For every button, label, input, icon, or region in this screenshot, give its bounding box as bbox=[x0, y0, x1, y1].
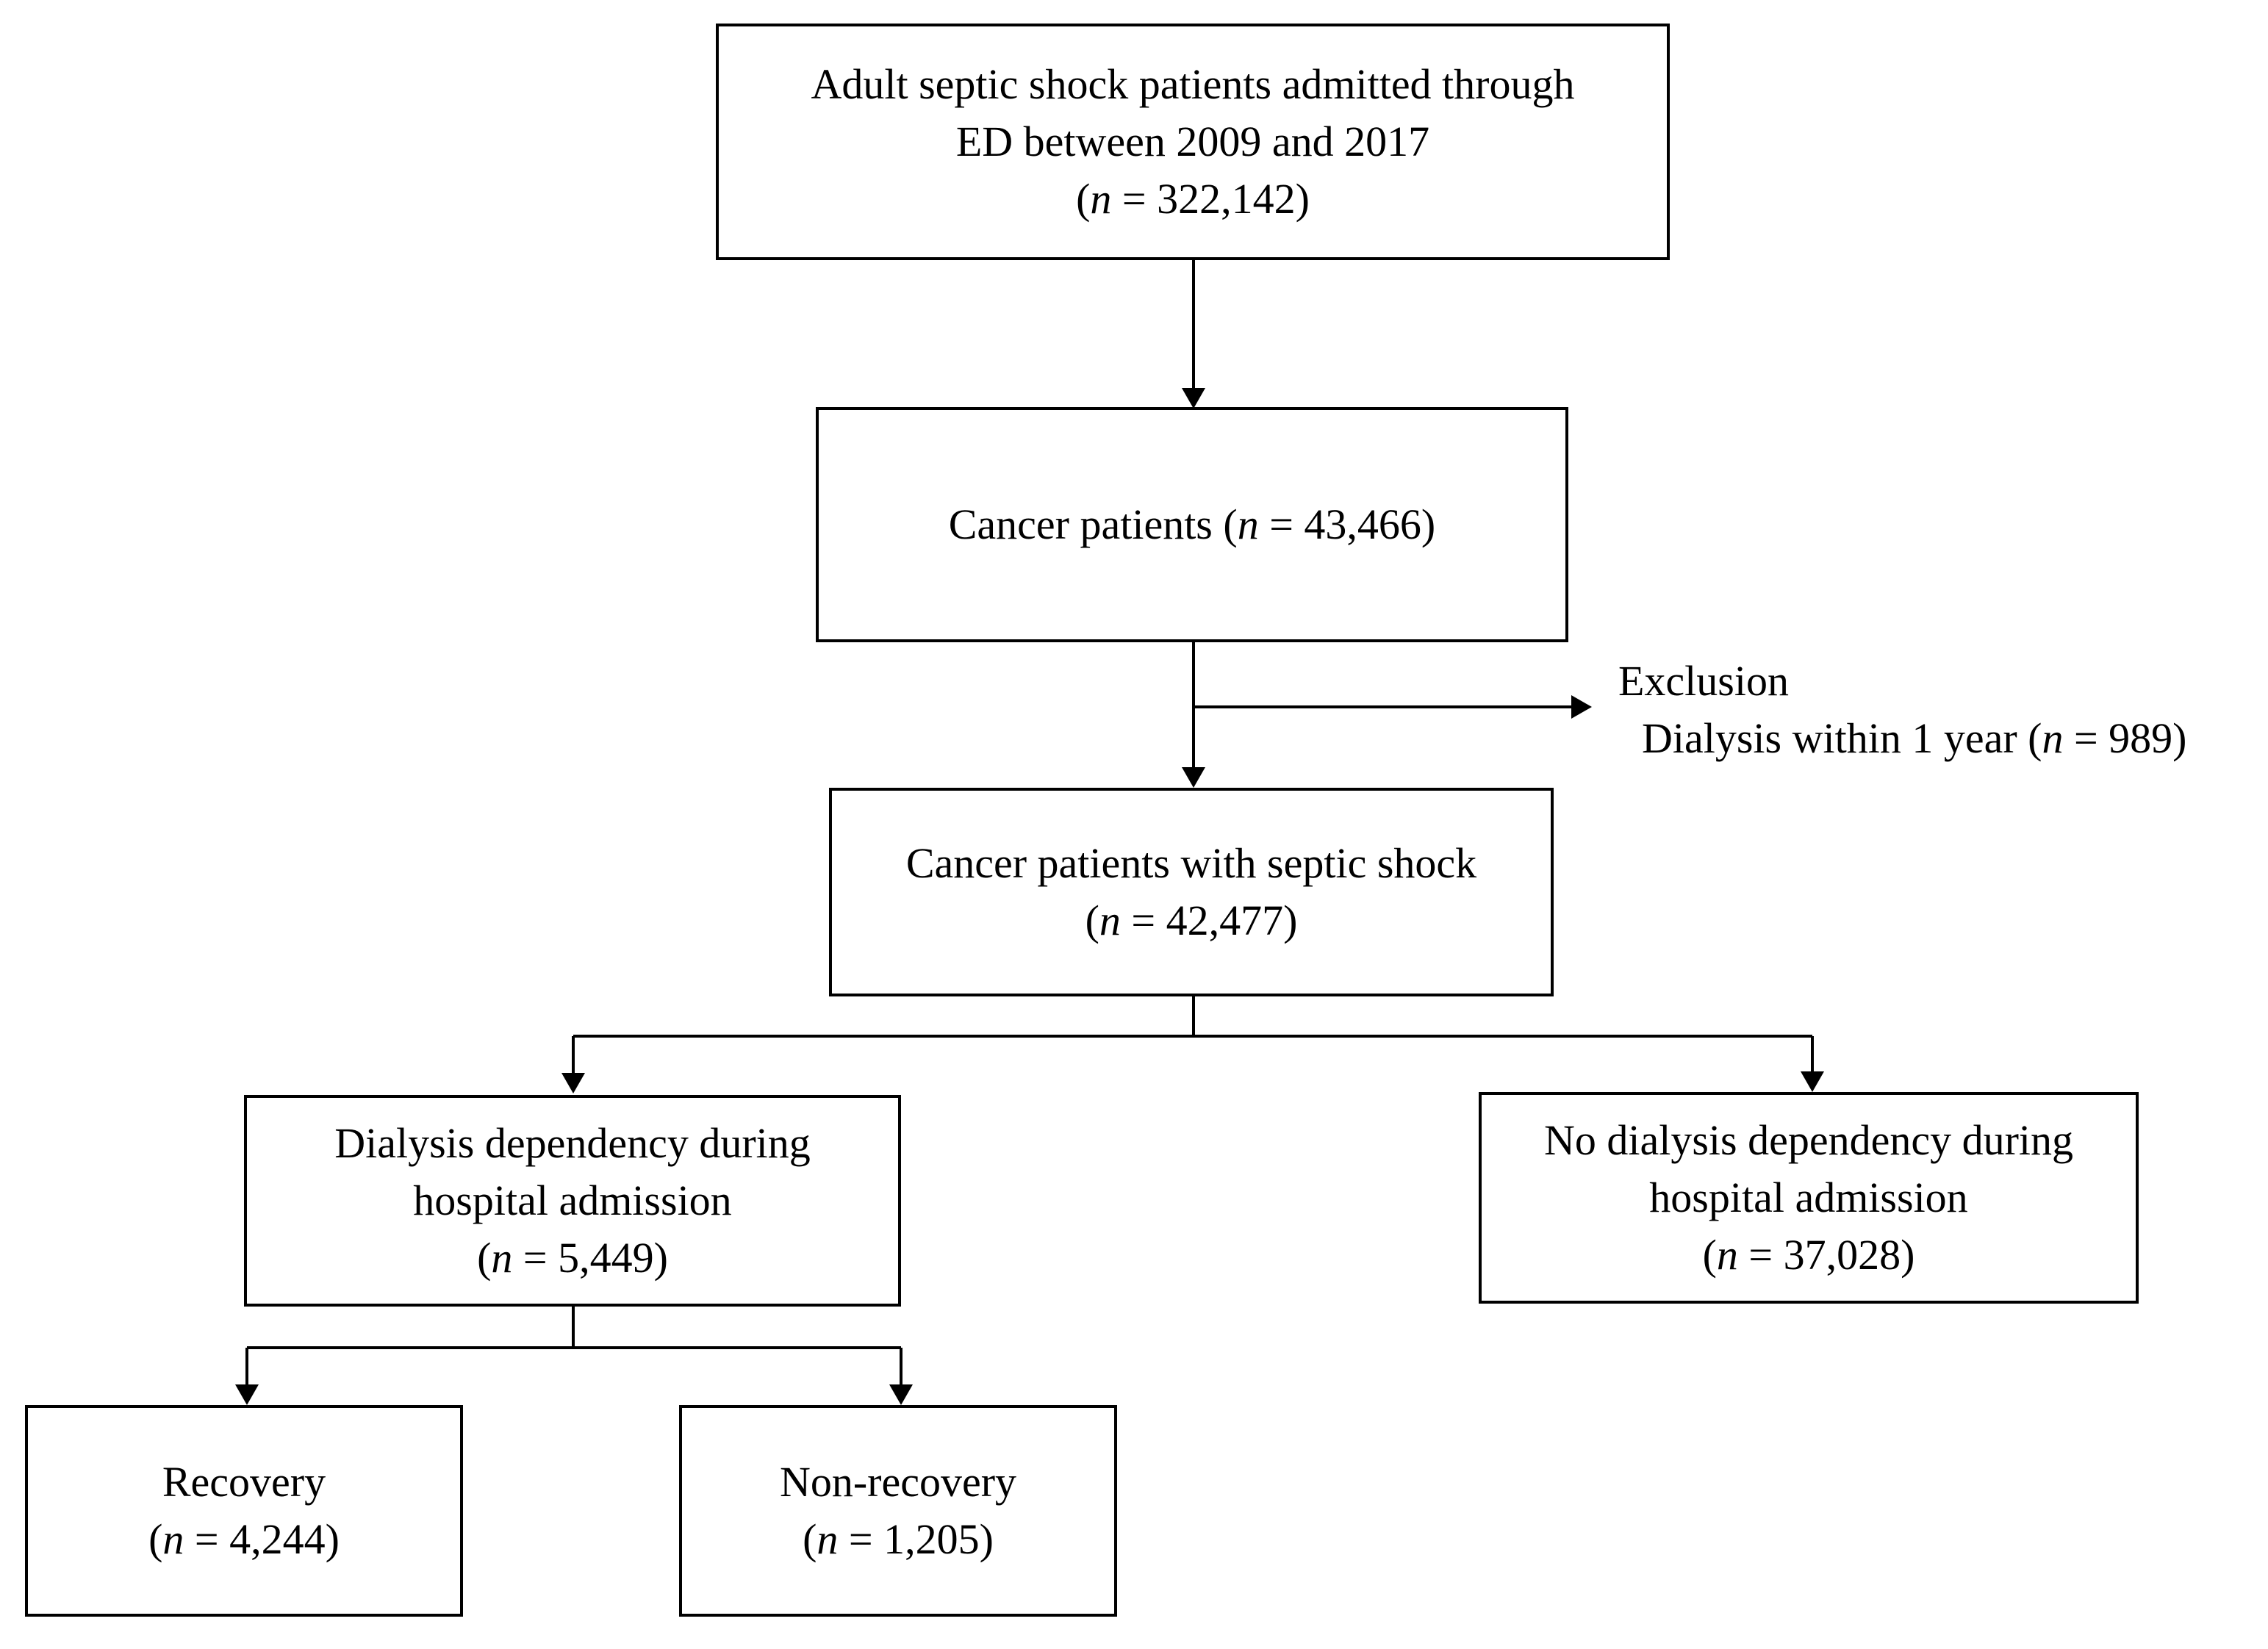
exclusion-count-value: = 989) bbox=[2063, 714, 2187, 762]
exclusion-title: Exclusion bbox=[1618, 657, 1789, 705]
count-open: ( bbox=[1085, 897, 1099, 944]
exclusion-count-variable: n bbox=[2042, 714, 2064, 762]
count-variable: n bbox=[1237, 500, 1259, 548]
count-variable: n bbox=[1090, 175, 1112, 223]
box-non-recovery-line-1: Non-recovery bbox=[779, 1458, 1017, 1506]
box-recovery: Recovery (n = 4,244) bbox=[25, 1405, 463, 1617]
count-open: ( bbox=[1702, 1231, 1717, 1279]
arrowhead-dialysis bbox=[561, 1073, 585, 1093]
count-open: ( bbox=[803, 1515, 817, 1563]
count-variable: n bbox=[162, 1515, 184, 1563]
box-dialysis-line-1: Dialysis dependency during bbox=[334, 1119, 811, 1167]
count-open: ( bbox=[148, 1515, 163, 1563]
arrowhead-septic bbox=[1182, 767, 1205, 788]
label-text: Cancer patients ( bbox=[948, 500, 1238, 548]
count-value: = 5,449) bbox=[512, 1234, 668, 1282]
count-open: ( bbox=[477, 1234, 492, 1282]
count-value: = 43,466) bbox=[1258, 500, 1436, 548]
count-value: = 42,477) bbox=[1120, 897, 1298, 944]
box-non-recovery-count: (n = 1,205) bbox=[803, 1511, 994, 1568]
box-dialysis-line-2: hospital admission bbox=[413, 1176, 732, 1224]
arrowhead-recovery bbox=[235, 1384, 259, 1405]
box-all-patients-line-1: Adult septic shock patients admitted thr… bbox=[811, 60, 1575, 108]
box-cancer-septic-count: (n = 42,477) bbox=[1085, 892, 1298, 949]
box-no-dialysis-line-1: No dialysis dependency during bbox=[1543, 1116, 2073, 1164]
box-dialysis-dependency: Dialysis dependency during hospital admi… bbox=[244, 1095, 901, 1307]
box-cancer-patients: Cancer patients (n = 43,466) bbox=[816, 407, 1568, 642]
box-all-patients: Adult septic shock patients admitted thr… bbox=[716, 24, 1670, 260]
count-value: = 1,205) bbox=[838, 1515, 994, 1563]
count-variable: n bbox=[817, 1515, 839, 1563]
arrowhead-no-dialysis bbox=[1801, 1071, 1824, 1092]
exclusion-detail: Dialysis within 1 year (n = 989) bbox=[1642, 710, 2187, 767]
count-variable: n bbox=[491, 1234, 513, 1282]
box-recovery-line-1: Recovery bbox=[162, 1458, 326, 1506]
arrowhead-cancer bbox=[1182, 388, 1205, 409]
count-value: = 37,028) bbox=[1737, 1231, 1915, 1279]
box-cancer-septic-line-1: Cancer patients with septic shock bbox=[905, 839, 1477, 887]
box-no-dialysis-line-2: hospital admission bbox=[1649, 1174, 1968, 1221]
count-variable: n bbox=[1716, 1231, 1738, 1279]
box-all-patients-line-2: ED between 2009 and 2017 bbox=[955, 118, 1430, 165]
arrowhead-exclusion bbox=[1571, 695, 1592, 719]
box-cancer-patients-label: Cancer patients (n = 43,466) bbox=[949, 496, 1435, 553]
box-all-patients-count: (n = 322,142) bbox=[1076, 170, 1310, 228]
box-no-dialysis-count: (n = 37,028) bbox=[1703, 1226, 1915, 1284]
box-recovery-count: (n = 4,244) bbox=[148, 1511, 340, 1568]
box-cancer-septic: Cancer patients with septic shock (n = 4… bbox=[829, 788, 1554, 996]
box-no-dialysis-dependency: No dialysis dependency during hospital a… bbox=[1479, 1092, 2139, 1304]
count-open: ( bbox=[1076, 175, 1091, 223]
count-variable: n bbox=[1099, 897, 1121, 944]
box-dialysis-count: (n = 5,449) bbox=[477, 1229, 668, 1287]
count-value: = 322,142) bbox=[1111, 175, 1310, 223]
count-value: = 4,244) bbox=[184, 1515, 340, 1563]
exclusion-detail-text: Dialysis within 1 year ( bbox=[1642, 714, 2042, 762]
box-non-recovery: Non-recovery (n = 1,205) bbox=[679, 1405, 1117, 1617]
arrowhead-non-recovery bbox=[889, 1384, 913, 1405]
